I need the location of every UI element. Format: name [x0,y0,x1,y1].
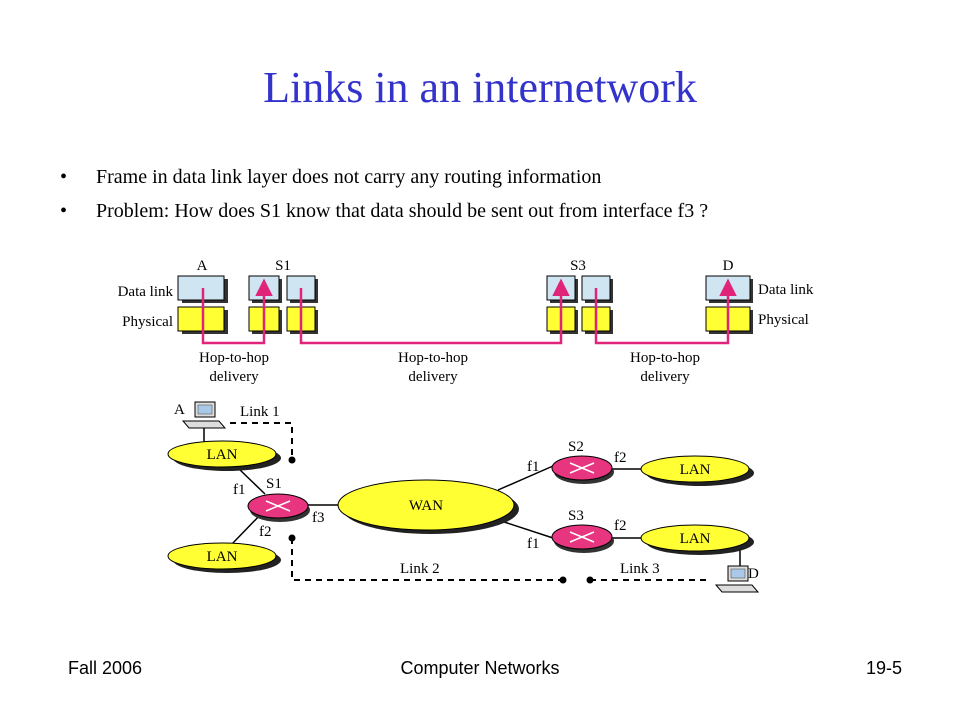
stack-s1-left [248,275,282,334]
router-s2-icon [551,455,614,484]
router-label-s3: S3 [568,508,584,524]
interface-label: f2 [614,450,627,466]
interface-label: f2 [259,524,272,540]
interface-label: f1 [233,482,246,498]
stack-d [705,275,753,334]
router-s3-icon [551,524,614,553]
node-label-a: A [197,258,208,274]
layer-label-physical-left: Physical [122,314,173,330]
wan-label: WAN [409,498,443,514]
bullet-item: • Problem: How does S1 know that data sho… [60,196,708,230]
node-label-s1: S1 [275,258,291,274]
link-endpoint [288,534,296,542]
network-diagram: Link 1 Link 2 Link 3 A D [167,401,760,593]
link-label: Link 3 [620,561,660,577]
stack-a [177,275,228,334]
stack-s3-right [581,275,613,334]
layer-label-datalink-right: Data link [758,282,814,298]
hop-label: Hop-to-hop [398,350,468,366]
link-label: Link 2 [400,561,440,577]
router-s1-icon [247,493,310,522]
link-endpoint [288,456,296,464]
node-label-d: D [723,258,734,274]
stack-s3-left [546,275,578,334]
lan-s2 [640,455,754,486]
bullet-item: • Frame in data link layer does not carry… [60,162,708,196]
node-label-s3: S3 [570,258,586,274]
lan-a [167,440,281,471]
interface-label: f1 [527,459,540,475]
hop-label: delivery [408,369,458,385]
bullet-text: Problem: How does S1 know that data shou… [96,200,709,222]
hop-label: Hop-to-hop [630,350,700,366]
bullet-dot-icon: • [60,200,68,222]
computer-icon [714,565,760,593]
lan-label: LAN [680,462,711,478]
wan-cloud [337,479,519,534]
footer-course: Computer Networks [400,658,560,678]
link-endpoint [559,576,567,584]
layers-diagram: A S1 S3 D Data link Physical Data link P… [118,258,814,385]
stack-s1-right [286,275,318,334]
bullet-list: • Frame in data link layer does not carry… [60,162,708,230]
router-label-s1: S1 [266,476,282,492]
router-label-s2: S2 [568,439,584,455]
footer-slide-number: 19-5 [865,658,902,678]
lan-s3 [640,524,754,555]
hop-label: delivery [209,369,259,385]
hop-label: delivery [640,369,690,385]
bullet-text: Frame in data link layer does not carry … [96,166,602,188]
interface-label: f3 [312,510,325,526]
lan-s1-f2 [167,542,281,573]
hop-label: Hop-to-hop [199,350,269,366]
lan-label: LAN [207,447,238,463]
footer-date: Fall 2006 [68,658,143,678]
computer-icon [181,401,227,429]
layer-label-physical-right: Physical [758,312,809,328]
interface-label: f1 [527,536,540,552]
link-lines [230,422,706,581]
lan-label: LAN [207,549,238,565]
host-label-d: D [748,566,759,582]
slide-title: Links in an internetwork [263,63,697,112]
layer-label-datalink-left: Data link [118,284,174,300]
delivery-path [201,278,737,345]
interface-label: f2 [614,518,627,534]
link-label: Link 1 [240,404,280,420]
link-endpoint [586,576,594,584]
host-label-a: A [174,402,185,418]
bullet-dot-icon: • [60,166,68,188]
lan-label: LAN [680,531,711,547]
